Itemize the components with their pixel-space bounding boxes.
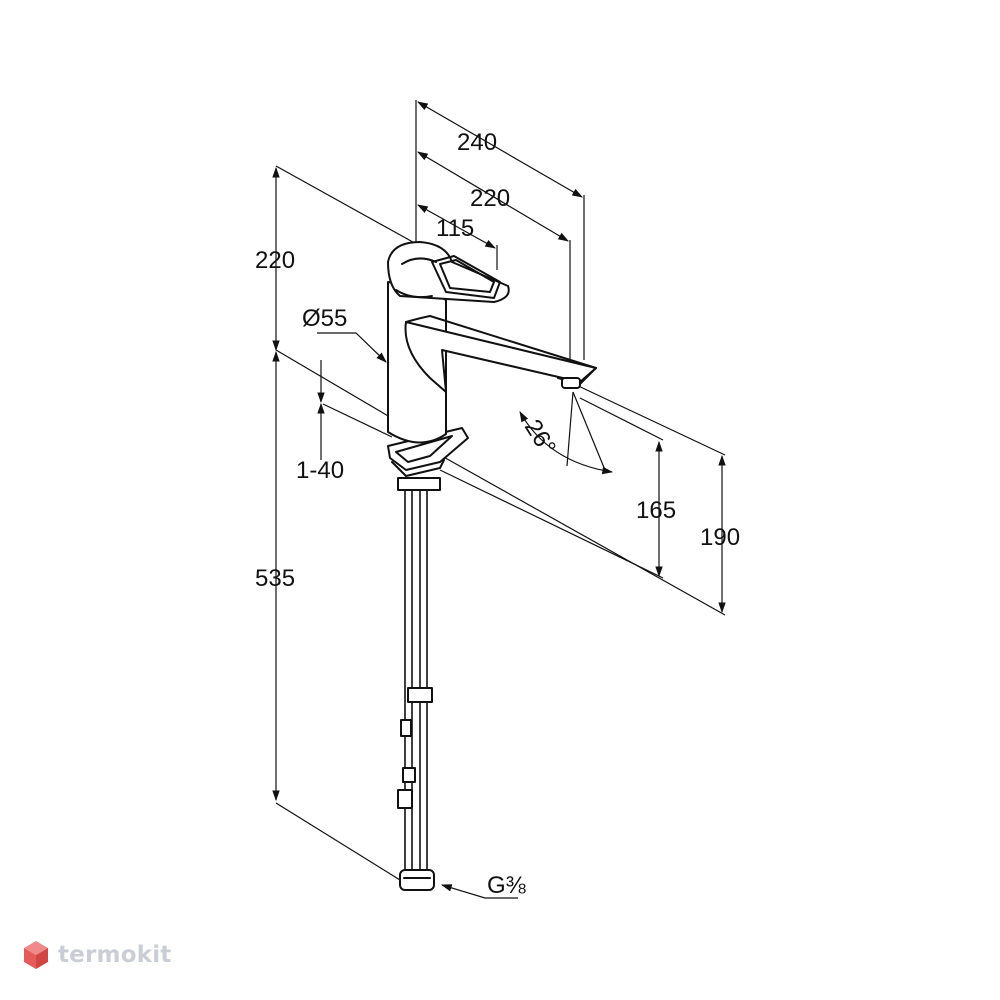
dim-spout-angle: 26° [519, 415, 561, 460]
dim-height-total: 535 [255, 565, 295, 592]
dim-deck-thickness: 1-40 [296, 457, 344, 484]
dim-spout-height: 165 [636, 497, 676, 524]
extension-lines [275, 100, 726, 881]
dim-width-total: 240 [457, 129, 497, 156]
cube-icon [24, 941, 48, 969]
dim-height-top: 220 [255, 247, 295, 274]
dimension-labels: 240 220 115 220 Ø55 1-40 535 26° 165 190… [255, 129, 740, 899]
dim-diameter: Ø55 [302, 305, 347, 332]
supply-hoses [397, 477, 441, 891]
watermark-logo: termokit [22, 935, 171, 975]
faucet-body [387, 241, 597, 477]
dim-width-spout: 220 [470, 185, 510, 212]
dim-thread: G⅜ [487, 872, 527, 899]
dimension-lines [272, 101, 726, 899]
dim-width-lever: 115 [436, 215, 474, 242]
dim-overall-height: 190 [700, 524, 740, 551]
watermark-brand-text: termokit [58, 942, 172, 968]
